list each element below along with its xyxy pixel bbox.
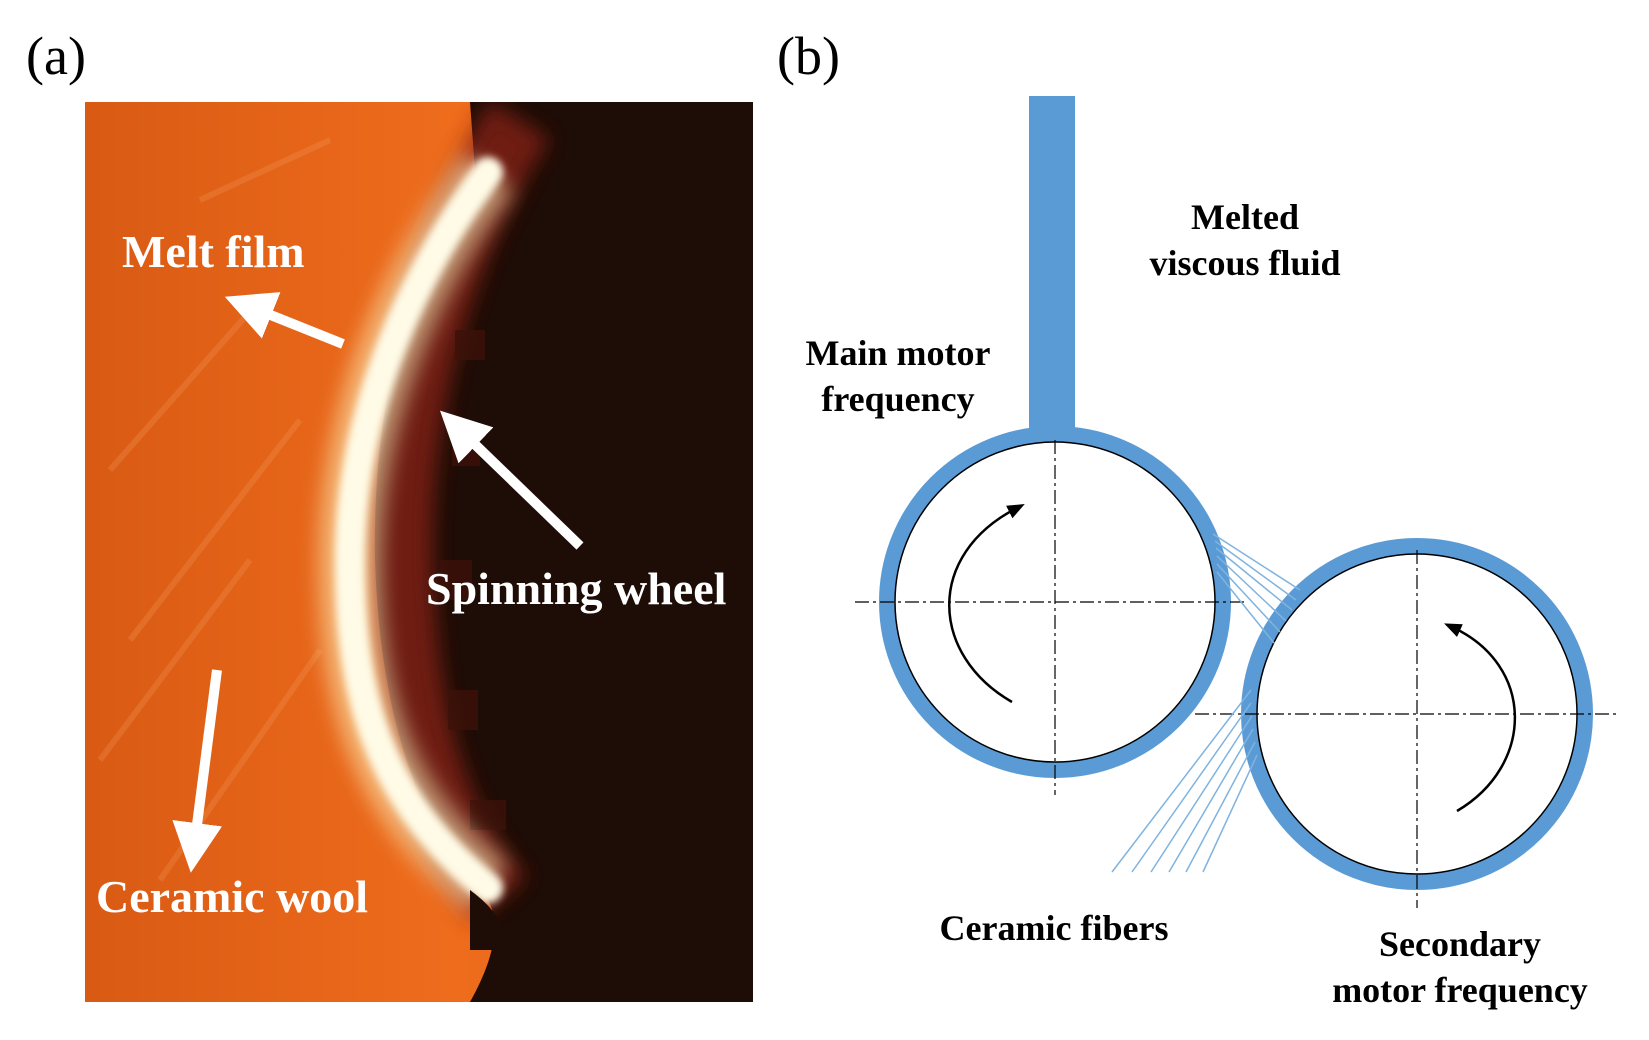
panel-b-label: (b) xyxy=(777,26,840,86)
panel-a-label: (a) xyxy=(26,26,86,86)
melt-film-label: Melt film xyxy=(122,226,305,277)
main-motor-label-line1: Main motor xyxy=(806,333,991,373)
ceramic-wool-label: Ceramic wool xyxy=(96,871,368,922)
spinning-wheel-arrow xyxy=(440,410,584,550)
main-rotation-arrow xyxy=(948,504,1025,704)
melt-film xyxy=(334,157,503,903)
main-motor-label-line2: frequency xyxy=(821,379,974,419)
melted-label-line1: Melted xyxy=(1191,197,1299,237)
fibers-upper xyxy=(1212,533,1301,644)
secondary-motor-label-line2: motor frequency xyxy=(1332,970,1588,1010)
wheel-bottom-lip xyxy=(470,890,503,950)
ceramic-wool-arrow xyxy=(172,669,222,873)
spinning-wheel-dark xyxy=(374,102,753,1002)
ceramic-fibers-label: Ceramic fibers xyxy=(940,908,1169,948)
melt-film-arrow xyxy=(224,292,345,349)
fibers-lower xyxy=(1111,689,1258,873)
melt-stream xyxy=(1029,96,1075,446)
secondary-motor-label-line1: Secondary xyxy=(1379,924,1541,964)
center-lines xyxy=(855,440,1620,908)
secondary-rotation-arrow xyxy=(1444,623,1517,813)
melted-label-line2: viscous fluid xyxy=(1149,243,1340,283)
spinning-wheel-label: Spinning wheel xyxy=(426,563,726,614)
